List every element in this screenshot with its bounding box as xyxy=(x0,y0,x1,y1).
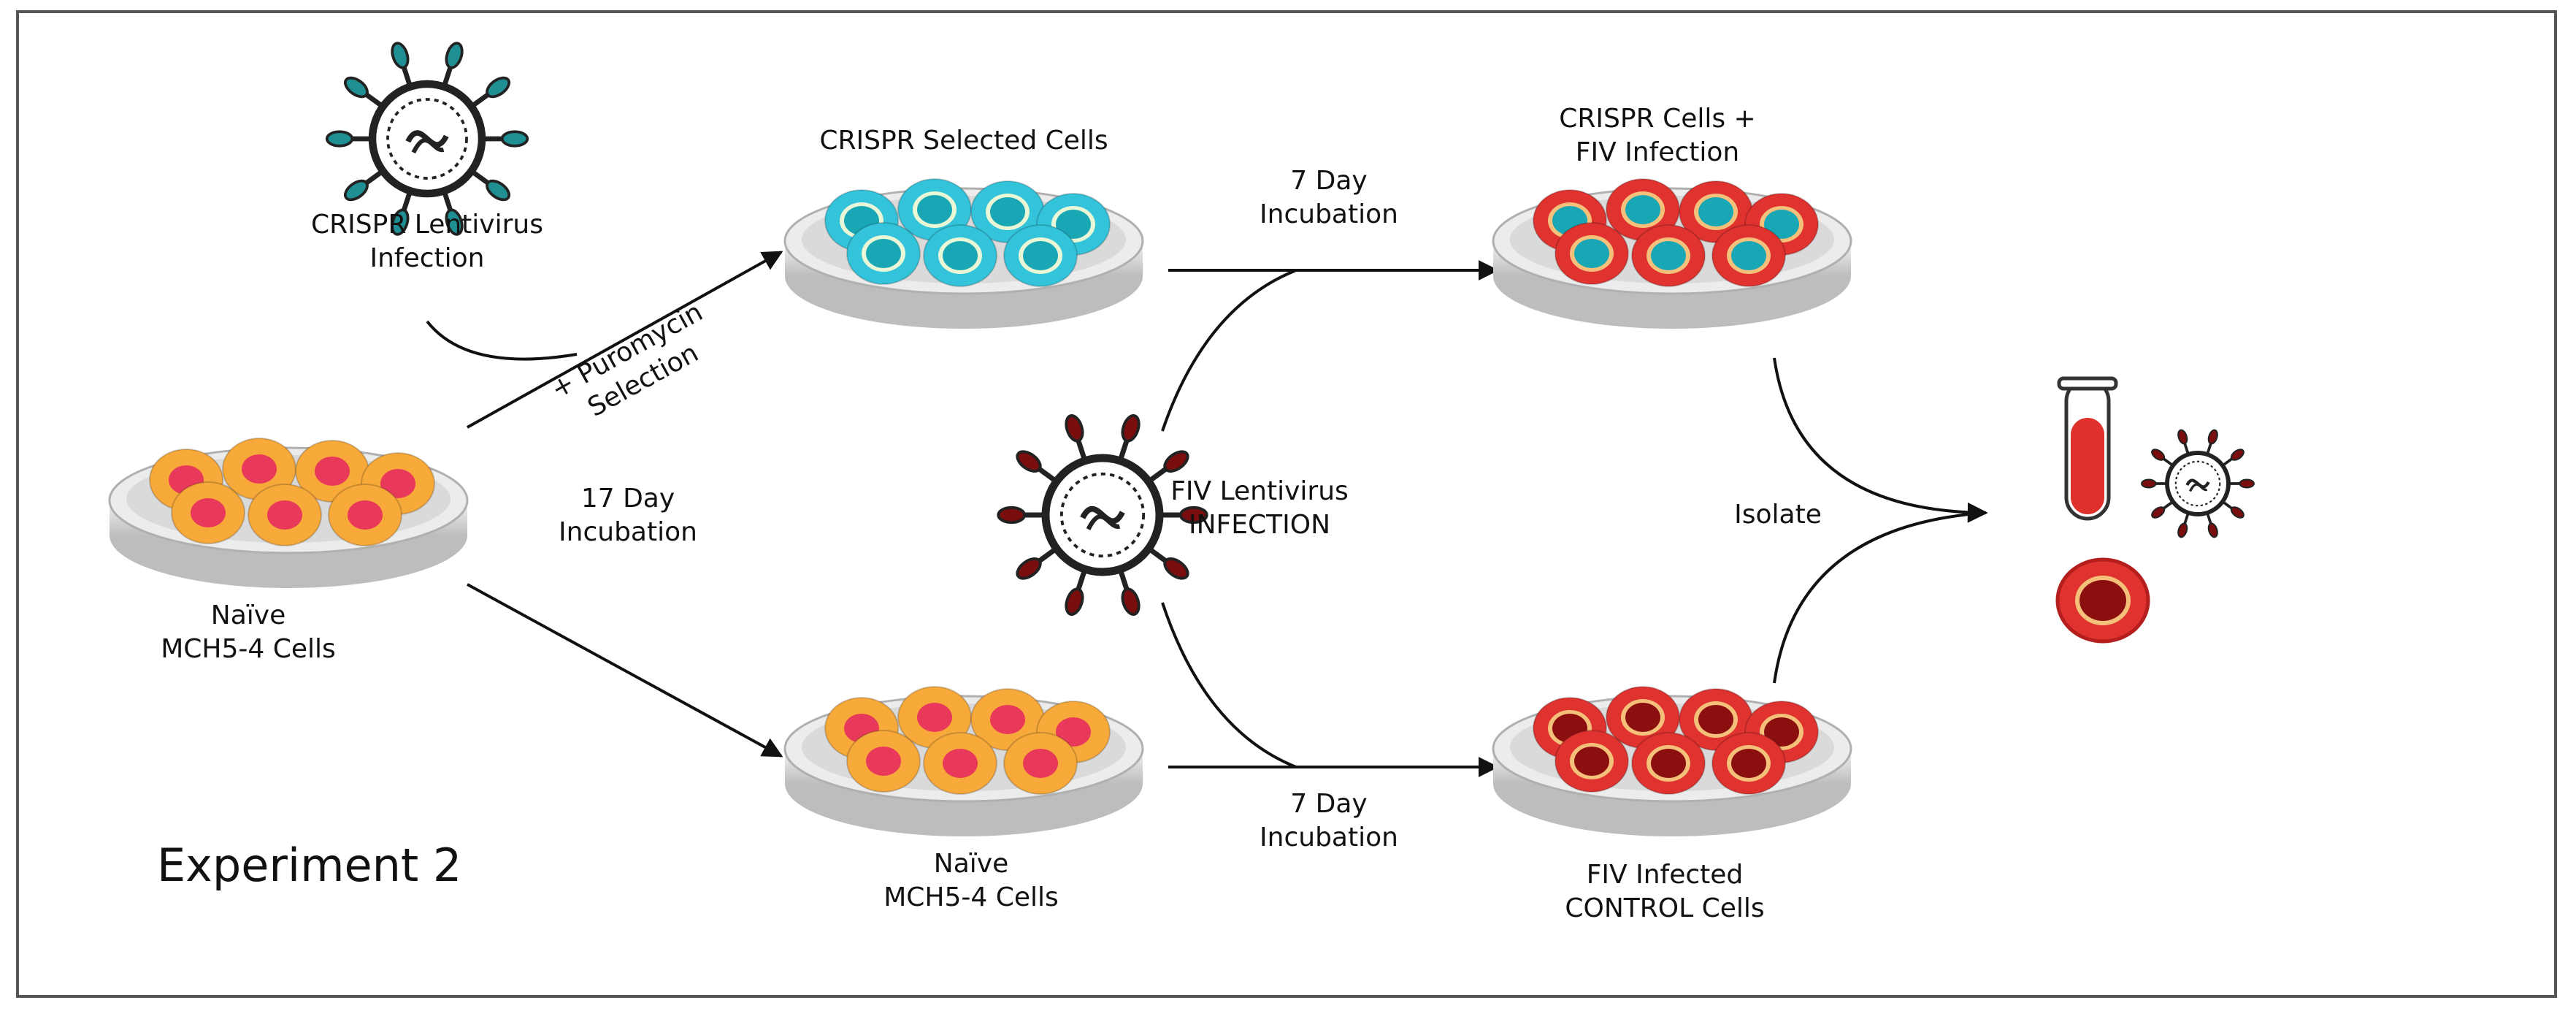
fiv-curve-up xyxy=(1161,269,1297,432)
naive-cells-left-label: Naïve MCH5-4 Cells xyxy=(161,600,336,664)
crispr-lentivirus-label: CRISPR Lentivirus Infection xyxy=(311,210,543,273)
small-virus-icon xyxy=(2141,429,2255,538)
isolate-curve-bottom xyxy=(1773,511,1987,684)
connector-arrows xyxy=(426,251,1988,777)
dish-naive-bottom xyxy=(783,686,1144,836)
diagram-frame xyxy=(16,10,2557,998)
day7-incubation-top-label: 7 Day Incubation xyxy=(1260,166,1398,229)
dish-crispr-fiv xyxy=(1492,178,1852,329)
test-tube-icon xyxy=(2057,376,2118,521)
experiment-title: Experiment 2 xyxy=(157,839,462,892)
crispr-infection-curve xyxy=(426,320,578,361)
fiv-control-cells-label: FIV Infected CONTROL Cells xyxy=(1565,860,1765,923)
arrow-to-naive-bottom xyxy=(467,583,783,758)
infected-cell-icon xyxy=(2055,557,2150,644)
crispr-fiv-label: CRISPR Cells + FIV Infection xyxy=(1559,104,1756,167)
day7-incubation-bottom-label: 7 Day Incubation xyxy=(1260,789,1398,852)
crispr-selected-cells-label: CRISPR Selected Cells xyxy=(819,126,1108,156)
dark-red-virus-icon xyxy=(997,414,1208,616)
arrow-to-crispr-selected xyxy=(467,251,783,429)
dish-naive-left xyxy=(108,438,469,588)
fiv-lentivirus-label: FIV Lentivirus INFECTION xyxy=(1170,476,1349,540)
dish-fiv-control xyxy=(1492,686,1852,836)
isolate-curve-top xyxy=(1773,357,1988,523)
naive-cells-bottom-label: Naïve MCH5-4 Cells xyxy=(883,849,1059,912)
fiv-curve-down xyxy=(1161,602,1297,768)
teal-virus-icon xyxy=(325,42,529,236)
dish-crispr-selected xyxy=(783,178,1144,329)
isolate-label: Isolate xyxy=(1734,500,1822,530)
day17-incubation-label: 17 Day Incubation xyxy=(559,484,697,547)
